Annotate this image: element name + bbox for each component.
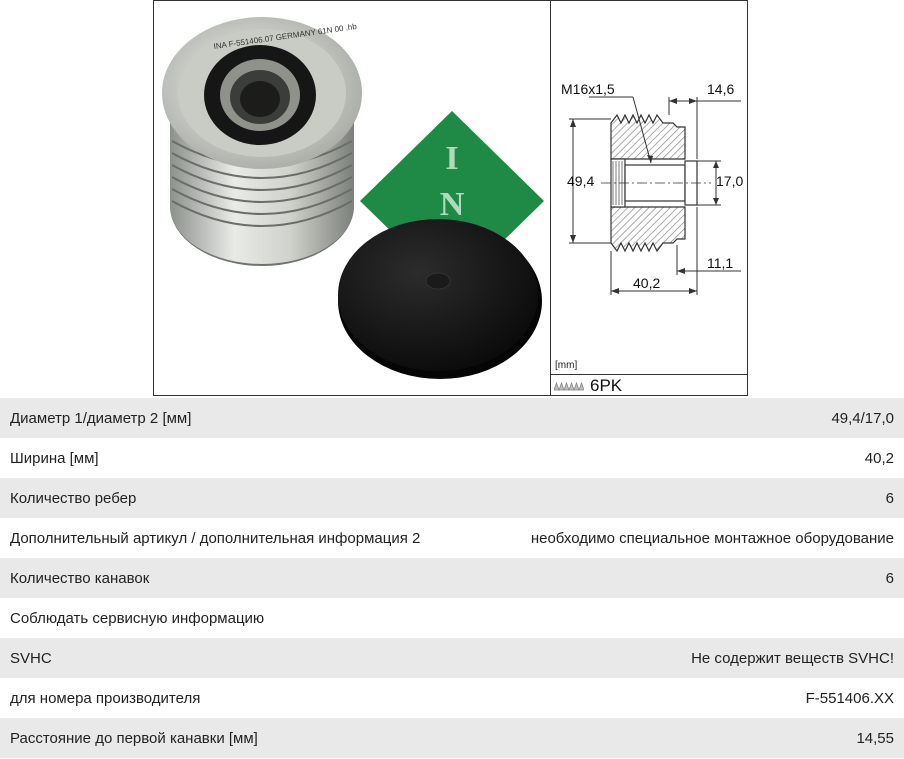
dimension-lines (569, 96, 741, 295)
spec-row: Количество канавок 6 (0, 558, 904, 598)
svg-text:N: N (440, 186, 465, 223)
pulley-body (162, 17, 362, 266)
rib-profile-label: 6PK (590, 376, 623, 395)
rib-profile-icon (554, 381, 584, 391)
spec-label: Количество ребер (10, 489, 137, 507)
spec-row: Диаметр 1/диаметр 2 [мм] 49,4/17,0 (0, 398, 904, 438)
spec-value: необходимо специальное монтажное оборудо… (530, 529, 894, 547)
spec-row: Количество ребер 6 (0, 478, 904, 518)
spec-value: 6 (885, 489, 894, 507)
svg-text:I: I (445, 140, 458, 177)
dim-width-label: 40,2 (633, 275, 660, 291)
spec-row: Дополнительный артикул / дополнительная … (0, 518, 904, 558)
dim-bottom-right-label: 11,1 (707, 255, 733, 271)
dim-outer-diameter-label: 49,4 (567, 173, 594, 189)
technical-drawing: M16x1,5 14,6 49,4 17,0 11,1 40,2 (551, 1, 747, 395)
pulley-section (601, 113, 711, 253)
spec-row: Соблюдать сервисную информацию (0, 598, 904, 638)
panel-divider (550, 1, 551, 395)
product-photo: I N A (154, 1, 550, 395)
spec-label: Диаметр 1/диаметр 2 [мм] (10, 409, 192, 427)
spec-value: Не содержит веществ SVHC! (691, 649, 894, 667)
spec-label: Соблюдать сервисную информацию (10, 609, 265, 627)
dim-inner-diameter-label: 17,0 (716, 173, 743, 189)
footer-divider (551, 374, 747, 375)
spec-row: SVHC Не содержит веществ SVHC! (0, 638, 904, 678)
spec-label: для номера производителя (10, 689, 201, 707)
spec-label: SVHC (10, 649, 52, 667)
dim-top-label: 14,6 (707, 81, 734, 97)
spec-value: 49,4/17,0 (831, 409, 894, 427)
unit-note: [mm] (555, 360, 578, 371)
spec-label: Ширина [мм] (10, 449, 99, 467)
spec-value: 6 (885, 569, 894, 587)
spec-label: Количество канавок (10, 569, 150, 587)
pulley-photo: I N A (162, 17, 544, 379)
rib-profile: 6PK (554, 376, 623, 395)
spec-value: 40,2 (864, 449, 894, 467)
thread-label: M16x1,5 (561, 81, 615, 97)
pulley-cap (338, 219, 542, 379)
spec-label: Расстояние до первой канавки [мм] (10, 729, 258, 747)
spec-table: Диаметр 1/диаметр 2 [мм] 49,4/17,0 Ширин… (0, 398, 904, 758)
product-image-frame: I N A (153, 0, 748, 396)
spec-row: для номера производителя F-551406.XX (0, 678, 904, 718)
spec-value: 14,55 (856, 729, 894, 747)
spec-row: Ширина [мм] 40,2 (0, 438, 904, 478)
spec-row: Расстояние до первой канавки [мм] 14,55 (0, 718, 904, 758)
spec-label: Дополнительный артикул / дополнительная … (10, 529, 421, 547)
dimension-arrows (570, 98, 719, 294)
spec-value: F-551406.XX (805, 689, 894, 707)
dimension-drawing: M16x1,5 14,6 49,4 17,0 11,1 40,2 (561, 81, 743, 295)
